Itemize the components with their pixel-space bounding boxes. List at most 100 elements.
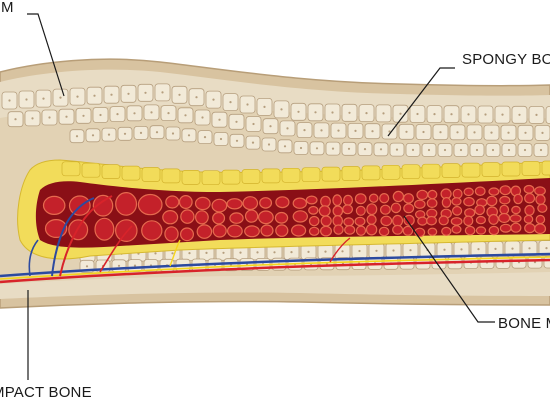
marrow-cavity xyxy=(379,227,388,235)
marrow-cavity xyxy=(464,216,473,225)
bone-cell-nucleus xyxy=(280,108,282,110)
marrow-cavity xyxy=(181,228,194,241)
bone-cell-nucleus xyxy=(518,114,520,116)
marrow-cavity xyxy=(500,224,511,232)
marrow-cavity xyxy=(333,216,342,226)
bone-cell-nucleus xyxy=(307,251,309,253)
marrow-cavity xyxy=(165,227,178,241)
marrow-cavity xyxy=(142,221,162,240)
bone-cell-nucleus xyxy=(195,96,197,98)
marrow-cavity xyxy=(344,218,354,226)
bone-cell-nucleus xyxy=(528,247,530,249)
marrow-cavity xyxy=(487,196,497,205)
marrow-cavity xyxy=(489,226,498,234)
marrow-cavity xyxy=(116,220,137,242)
label-compact-bone: MPACT BONE xyxy=(0,385,92,400)
bone-cell-nucleus xyxy=(205,252,207,254)
bone-cell-nucleus xyxy=(124,133,126,135)
marrow-cavity xyxy=(524,186,534,194)
marrow-cavity xyxy=(260,198,272,208)
bone-cell-nucleus xyxy=(416,113,418,115)
marrow-cavity xyxy=(525,206,534,216)
bone-cell-nucleus xyxy=(494,248,496,250)
bone-cell-nucleus xyxy=(42,98,44,100)
bone-cell-nucleus xyxy=(477,248,479,250)
spongy-cell xyxy=(502,162,520,176)
spongy-cell xyxy=(142,168,160,182)
marrow-cavity xyxy=(181,210,194,223)
marrow-cavity xyxy=(535,224,546,234)
spongy-cell xyxy=(402,165,420,179)
marrow-cavity xyxy=(475,205,484,214)
bone-cell-nucleus xyxy=(428,149,430,151)
marrow-cavity xyxy=(525,224,535,233)
bone-cell-nucleus xyxy=(324,251,326,253)
marrow-cavity xyxy=(524,215,532,223)
bone-cell-nucleus xyxy=(467,113,469,115)
bone-cell-nucleus xyxy=(286,127,288,129)
bone-cell-nucleus xyxy=(396,149,398,151)
bone-cell-nucleus xyxy=(235,121,237,123)
marrow-cavity xyxy=(370,194,378,202)
bone-cell-nucleus xyxy=(473,131,475,133)
marrow-cavity xyxy=(227,199,242,209)
marrow-cavity xyxy=(525,194,535,203)
bone-cell-nucleus xyxy=(171,252,173,254)
marrow-cavity xyxy=(367,204,377,215)
bone-cell-nucleus xyxy=(154,252,156,254)
bone-cell-nucleus xyxy=(535,114,537,116)
bone-cell-nucleus xyxy=(492,149,494,151)
bone-cell-nucleus xyxy=(263,106,265,108)
marrow-cavity xyxy=(538,204,547,212)
marrow-cavity xyxy=(261,225,273,236)
bone-cell-nucleus xyxy=(118,265,120,267)
bone-cell-nucleus xyxy=(484,113,486,115)
marrow-cavity xyxy=(415,200,425,208)
spongy-cell xyxy=(122,166,140,180)
bone-cell-nucleus xyxy=(332,148,334,150)
bone-cell-nucleus xyxy=(246,103,248,105)
bone-cell-nucleus xyxy=(365,112,367,114)
label-bone-marrow: BONE M xyxy=(498,316,550,331)
marrow-cavity xyxy=(500,197,510,204)
bone-cell-nucleus xyxy=(511,248,513,250)
marrow-cavity xyxy=(418,217,427,225)
marrow-cavity xyxy=(452,226,461,233)
bone-cell-nucleus xyxy=(337,130,339,132)
bone-cell-nucleus xyxy=(140,132,142,134)
marrow-cavity xyxy=(276,197,289,208)
spongy-cell xyxy=(362,166,380,180)
bone-cell-nucleus xyxy=(31,117,33,119)
bone-cell-nucleus xyxy=(256,251,258,253)
marrow-cavity xyxy=(343,205,353,214)
bone-cell-nucleus xyxy=(86,265,88,267)
bone-cell-nucleus xyxy=(65,116,67,118)
spongy-cell xyxy=(442,164,460,178)
bone-cell-nucleus xyxy=(188,134,190,136)
bone-cell-nucleus xyxy=(348,112,350,114)
marrow-cavity xyxy=(245,226,260,237)
marrow-cavity xyxy=(500,205,509,214)
bone-cell-nucleus xyxy=(14,118,16,120)
marrow-cavity xyxy=(499,214,510,223)
marrow-cavity xyxy=(465,226,474,234)
marrow-cavity xyxy=(476,227,485,234)
marrow-cavity xyxy=(417,190,428,199)
bone-cell-nucleus xyxy=(161,91,163,93)
bone-cell-nucleus xyxy=(25,98,27,100)
marrow-cavity xyxy=(535,187,546,195)
marrow-cavity xyxy=(465,209,475,217)
marrow-cavity xyxy=(116,193,137,216)
bone-cell-nucleus xyxy=(290,251,292,253)
marrow-cavity xyxy=(230,213,243,223)
bone-cell-nucleus xyxy=(212,99,214,101)
label-periosteum: UM xyxy=(0,0,14,15)
bone-cell-nucleus xyxy=(82,115,84,117)
marrow-cavity xyxy=(489,215,498,225)
bone-cell-nucleus xyxy=(59,97,61,99)
bone-cell-nucleus xyxy=(273,251,275,253)
spongy-cell xyxy=(482,163,500,177)
bone-cell-nucleus xyxy=(490,132,492,134)
spongy-cell xyxy=(162,169,180,183)
bone-cell-nucleus xyxy=(316,147,318,149)
